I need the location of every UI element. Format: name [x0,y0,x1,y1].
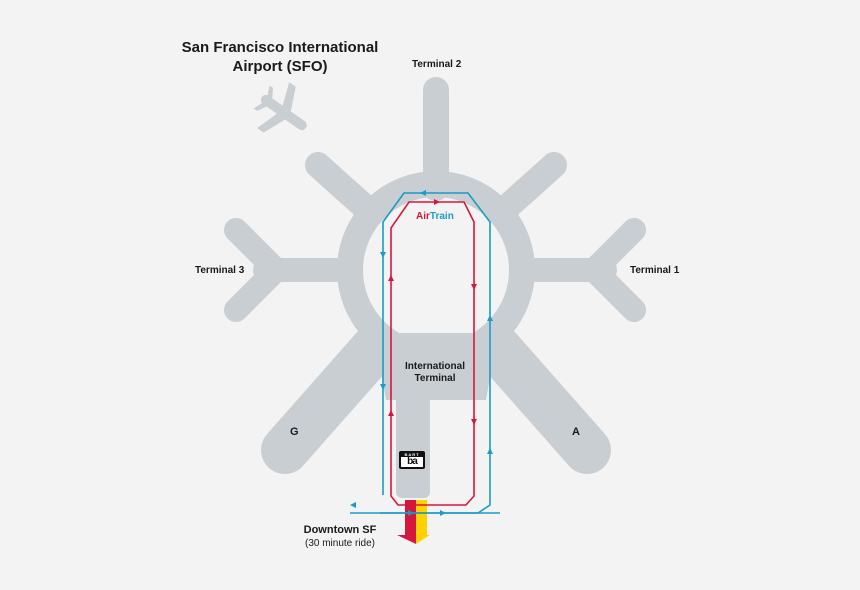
title-line-2: Airport (SFO) [232,58,328,75]
airplane-icon [253,82,307,133]
airtrain-red-line [390,201,475,506]
airtrain-label: AirTrain [416,211,454,222]
bart-yellow-track [416,500,430,544]
concourse-ne [491,152,567,223]
destination-name: Downtown SF [303,524,377,536]
bart-logo-icon: BART ba [399,451,425,469]
boarding-area-a-label: A [572,426,580,438]
concourse-nw [305,152,381,223]
bart-logo-mark: ba [401,457,423,467]
bart-red-track [397,500,416,544]
terminal-1-arm-lower [582,258,646,322]
airtrain-blue-line [350,192,491,514]
terminal-2-label: Terminal 2 [412,59,462,70]
terminal-building [224,77,646,474]
airtrain-air-text: Air [416,211,430,222]
destination-note: (30 minute ride) [304,538,376,549]
international-terminal-label: International Terminal [395,361,475,385]
terminal-3-arm-lower [224,258,288,322]
bart-wordmark: BART [404,452,420,457]
bart-station-platform [396,390,430,498]
airtrain-train-text: Train [429,211,454,222]
terminal-1-label: Terminal 1 [630,265,680,276]
boarding-area-g [261,324,399,474]
international-label-line-2: Terminal [414,373,456,384]
airtrain-direction-arrows [350,190,493,516]
boarding-area-g-label: G [290,426,299,438]
destination-label: Downtown SF (30 minute ride) [270,524,410,550]
boarding-area-a [473,324,611,474]
map-title: San Francisco International Airport (SFO… [170,38,390,76]
international-terminal-block [374,333,498,400]
international-label-line-1: International [404,361,465,372]
title-line-1: San Francisco International [181,39,379,56]
terminal-3-label: Terminal 3 [195,265,245,276]
